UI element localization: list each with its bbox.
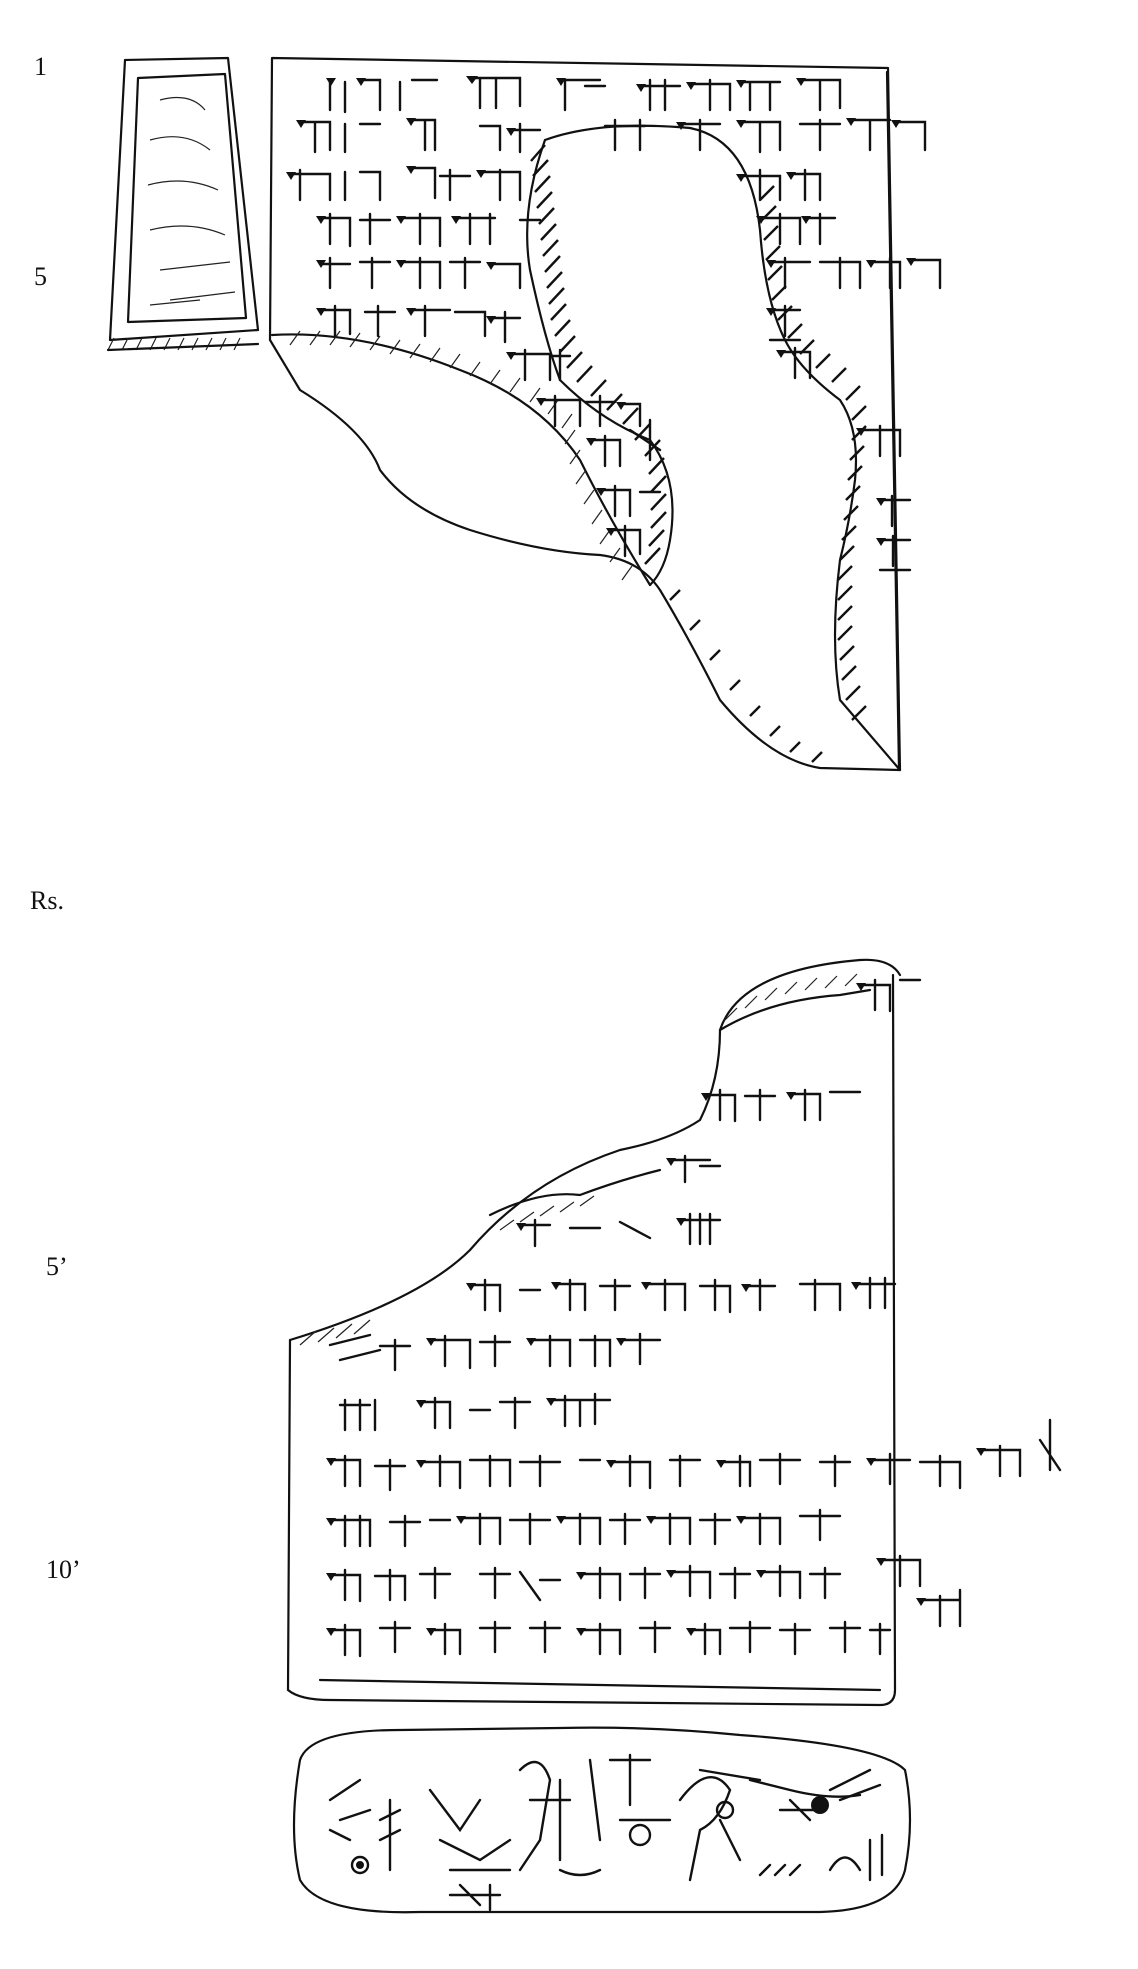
reverse-line-11 (326, 1588, 962, 1658)
obverse-damage-hatching (289, 144, 867, 763)
obverse-line-1 (326, 76, 842, 114)
reverse-cuneiform-text (326, 978, 1062, 1658)
obverse-tablet-outline (268, 56, 902, 772)
seal-impression (328, 1753, 884, 1912)
reverse-line-5 (466, 1276, 897, 1314)
obverse-line-number-1: 1 (34, 52, 47, 81)
reverse-line-10 (326, 1554, 922, 1603)
reverse-tablet-outline (286, 958, 902, 1707)
reverse-damage-hatching (299, 973, 858, 1346)
reverse-line-1 (856, 978, 922, 1013)
obverse-line-5 (316, 256, 942, 290)
obverse-line-3 (286, 166, 822, 202)
reverse-line-number-5p: 5’ (46, 1252, 68, 1281)
obverse-line-number-5: 5 (34, 262, 47, 291)
obverse-line-7 (506, 346, 812, 382)
reverse-line-7 (338, 1392, 612, 1432)
obverse-line-10 (596, 484, 912, 528)
obverse-line-4 (316, 212, 837, 248)
obverse-line-11 (606, 524, 912, 572)
obverse-cuneiform-text (286, 76, 942, 572)
obverse-line-2 (296, 118, 927, 154)
reverse-line-2 (701, 1088, 862, 1123)
reverse-line-4 (516, 1212, 722, 1248)
reverse-line-number-10p: 10’ (46, 1555, 81, 1584)
obverse-edge-fragment (106, 56, 260, 352)
reverse-side-label: Rs. (30, 886, 64, 915)
obverse-line-8 (536, 394, 642, 428)
reverse-line-3 (666, 1154, 722, 1184)
obverse-line-9 (586, 418, 902, 468)
lower-edge-fragment (292, 1726, 912, 1914)
reverse-line-9 (326, 1508, 842, 1548)
reverse-line-6 (328, 1332, 662, 1372)
reverse-line-8 (326, 1418, 1062, 1492)
obverse-line-6 (316, 304, 802, 344)
